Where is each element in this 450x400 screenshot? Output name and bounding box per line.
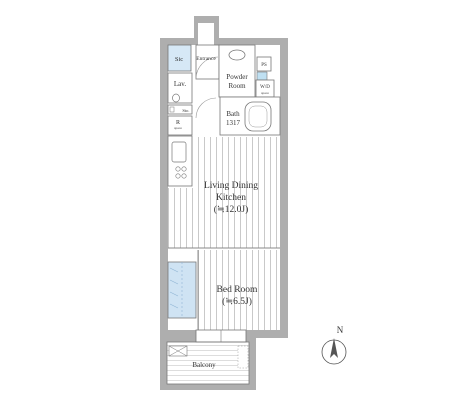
powder-room-label-2: Room <box>228 82 246 90</box>
balcony-label: Balcony <box>192 361 216 369</box>
compass-north-label: N <box>337 325 344 335</box>
entrance-label: Entrance <box>196 56 216 62</box>
ldk-floor <box>168 137 280 249</box>
bedroom-closet <box>167 261 197 319</box>
lav-label: Lav. <box>174 80 186 88</box>
storage <box>167 104 193 115</box>
refrigerator-label-1: R <box>176 120 180 126</box>
north-compass: N <box>321 325 347 365</box>
bedroom-floor <box>197 250 280 330</box>
powder-room-label-1: Powder <box>226 73 248 81</box>
balcony <box>166 341 250 385</box>
ldk-label-1: Living Dining <box>204 181 258 191</box>
ldk-area-label: (≒12.0J) <box>214 204 249 215</box>
ps-wd-area <box>255 56 275 98</box>
refrigerator-space <box>167 115 193 136</box>
sic-closet <box>167 44 192 72</box>
bath-label-2: 1317 <box>226 119 241 127</box>
balcony-window <box>195 329 247 343</box>
sto-label: Sto. <box>182 108 189 113</box>
kitchen-counter <box>167 135 193 187</box>
bedroom-label: Bed Room <box>217 285 259 295</box>
ps-label: PS <box>261 63 267 68</box>
wd-label-1: W/D <box>260 85 270 90</box>
room-labels: Sic Entrance Powder Room PS W/D space La… <box>174 56 270 369</box>
wd-label-2: space <box>261 91 269 95</box>
bath-label-1: Bath <box>226 110 240 118</box>
bedroom-area-label: (≒6.5J) <box>222 296 252 307</box>
bathroom <box>219 96 281 136</box>
entrance-area <box>195 44 220 80</box>
refrigerator-label-2: space <box>174 126 182 130</box>
lavatory <box>167 72 193 104</box>
hallway <box>195 80 218 136</box>
ldk-label-2: Kitchen <box>216 193 246 203</box>
sic-label: Sic <box>175 56 183 63</box>
